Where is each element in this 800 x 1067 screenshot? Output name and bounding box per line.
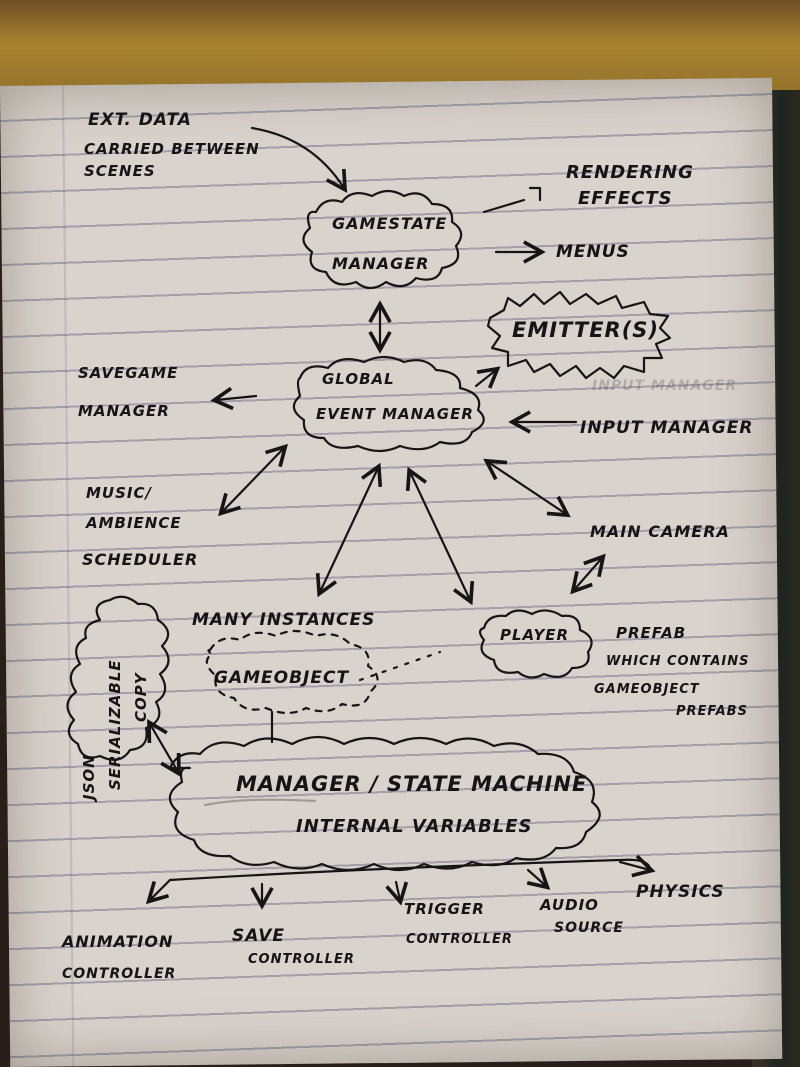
emitter-burst — [486, 290, 672, 380]
ext-data-label-3: Scenes — [84, 162, 156, 180]
emitters-label: Emitter(s) — [512, 318, 660, 342]
player-cloud — [478, 609, 593, 679]
gameobject-prefab-label: GameObject — [594, 682, 700, 697]
many-instances-label: Many Instances — [192, 610, 376, 630]
global-label: Global — [322, 370, 395, 388]
input-manager-faint-label: Input Manager — [592, 378, 738, 394]
ext-data-label-2: Carried Between — [84, 140, 260, 158]
music-label: Music/ — [86, 484, 152, 502]
global-event-cloud — [292, 355, 485, 453]
which-contains-label: Which Contains — [606, 654, 750, 669]
arrow-global-savegame — [210, 386, 258, 411]
copy-label: Copy — [132, 672, 150, 722]
audio-label: Audio — [540, 896, 599, 914]
prefab-label: Prefab — [616, 624, 687, 642]
savegame-manager-label: Manager — [78, 402, 170, 420]
gameobject-label: GameObject — [214, 668, 350, 688]
input-manager-label: Input Manager — [580, 418, 754, 438]
gamestate-cloud — [302, 189, 463, 290]
audio-source-label: Source — [554, 920, 624, 936]
arrow-global-emitter — [474, 366, 501, 389]
arrow-json-state — [147, 719, 181, 777]
animation-controller-label: Controller — [62, 966, 177, 982]
arrow-global-player — [405, 466, 475, 606]
prefabs-label: Prefabs — [676, 704, 748, 719]
main-camera-label: Main Camera — [590, 522, 730, 541]
arrow-extdata-gamestate — [250, 126, 348, 193]
arrow-global-gameobject — [315, 462, 383, 598]
trigger-label: Trigger — [404, 900, 485, 918]
state-machine-label: Manager / State Machine — [236, 772, 588, 796]
gamestate-manager-label: Manager — [332, 254, 430, 273]
save-label: Save — [232, 926, 286, 946]
effects-label: Effects — [578, 188, 673, 209]
gameobject-cloud — [205, 629, 379, 715]
arrow-camera-player — [570, 553, 606, 595]
ext-data-label: Ext. Data — [88, 110, 192, 130]
save-controller-label: Controller — [248, 952, 355, 967]
event-manager-label: Event Manager — [316, 405, 474, 423]
ambience-label: Ambience — [86, 514, 182, 532]
arrow-global-music — [217, 443, 289, 517]
trigger-controller-label: Controller — [406, 932, 513, 947]
animation-label: Animation — [62, 932, 174, 951]
arrow-gamestate-rendering — [482, 198, 526, 214]
player-label: Player — [500, 626, 570, 644]
internal-variables-label: Internal Variables — [296, 816, 533, 837]
json-cloud — [66, 595, 170, 761]
state-machine-cloud — [168, 735, 601, 872]
rendering-label: Rendering — [566, 162, 694, 183]
scheduler-label: Scheduler — [82, 550, 199, 569]
gamestate-label: Gamestate — [332, 214, 448, 233]
arrow-global-camera — [483, 458, 571, 518]
menus-label: Menus — [556, 242, 630, 262]
savegame-label: Savegame — [78, 364, 179, 382]
serializable-label: Serializable — [106, 659, 124, 790]
json-label: JSON — [80, 754, 98, 800]
physics-label: Physics — [636, 882, 725, 902]
